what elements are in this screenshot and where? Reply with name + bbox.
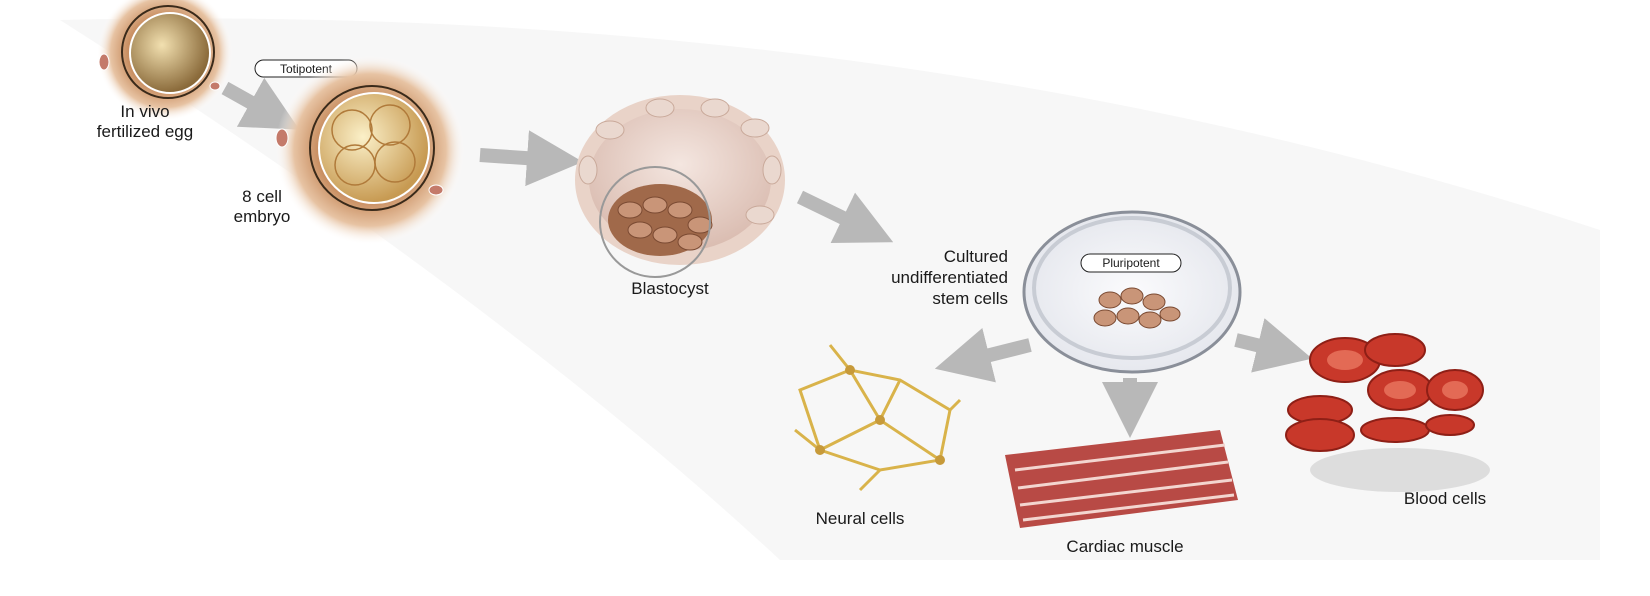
cultured-label-line3: stem cells [932,289,1008,308]
arrow-embryo-to-blastocyst [479,130,583,187]
embryo-label-line1: 8 cell [242,187,282,206]
arrow-egg-to-embryo [221,77,300,130]
cardiac-muscle-illustration [1005,430,1238,528]
embryo-label-line2: embryo [234,207,291,226]
petri-dish-illustration [1022,210,1242,374]
egg-label-line2: fertilized egg [97,122,193,141]
fertilized-egg-illustration [97,0,233,121]
neural-cells-illustration [794,344,962,492]
neural-cells-label: Neural cells [816,509,905,528]
arrow-to-blood [1234,318,1313,373]
blood-cells-illustration [1285,333,1490,492]
arrow-blastocyst-to-culture [796,190,894,243]
cultured-label-line2: undifferentiated [891,268,1008,287]
cardiac-muscle-label: Cardiac muscle [1066,537,1183,556]
blastocyst-illustration [575,95,785,278]
cultured-label-line1: Cultured [944,247,1008,266]
blood-cells-label: Blood cells [1404,489,1486,508]
arrow-to-neural [934,328,1032,383]
pluripotent-label: Pluripotent [1102,256,1160,270]
blastocyst-label: Blastocyst [631,279,709,298]
egg-label-line1: In vivo [120,102,169,121]
eight-cell-embryo-illustration [275,55,465,245]
pluripotent-badge [1080,253,1182,273]
